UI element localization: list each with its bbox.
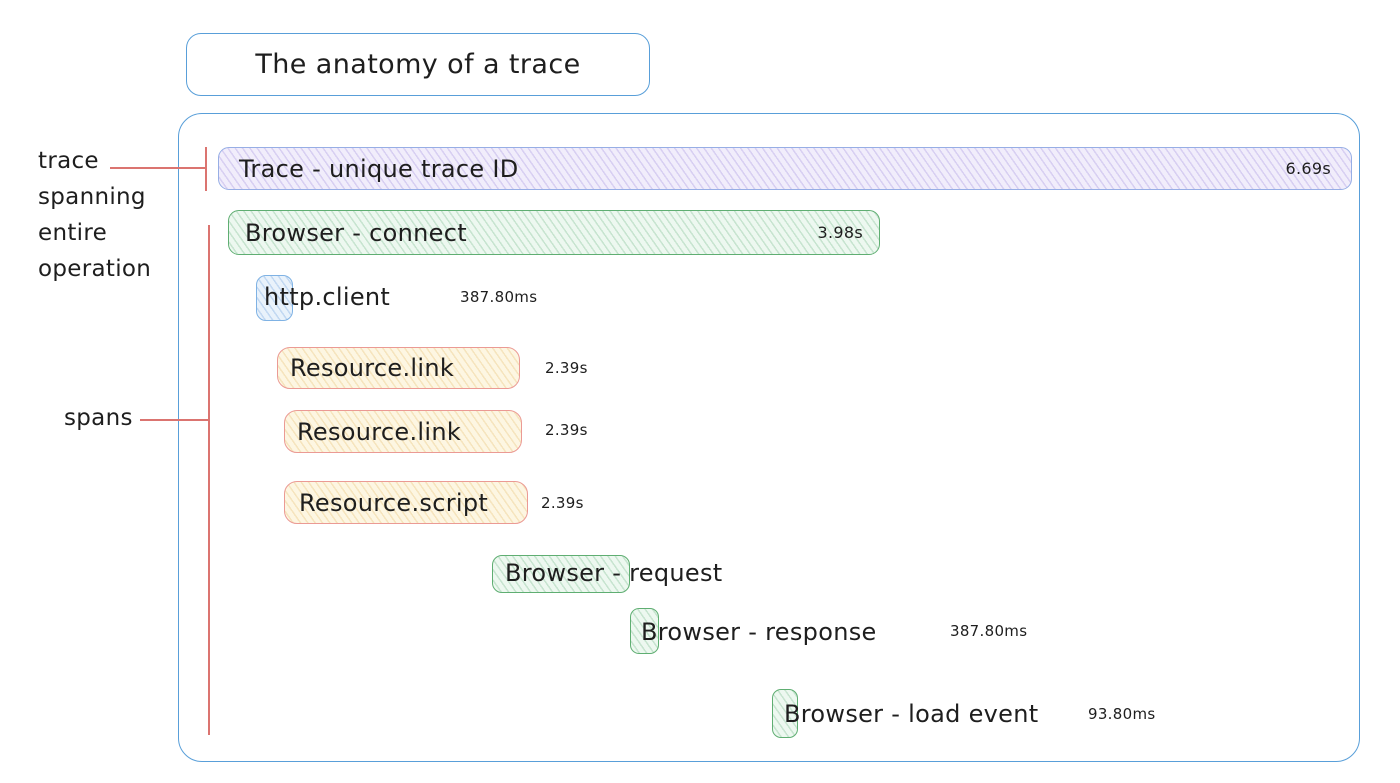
span-browser-connect-duration: 3.98s bbox=[817, 222, 863, 242]
span-resource-link-1-label: Resource.link bbox=[290, 354, 455, 382]
span-browser-connect: Browser - connect 3.98s bbox=[228, 210, 880, 255]
trace-annotation-label: trace spanning entire operation bbox=[38, 143, 151, 287]
trace-annotation-line-3: entire bbox=[38, 220, 108, 246]
span-browser-response-label: Browser - response bbox=[641, 618, 877, 646]
span-browser-response-bar bbox=[630, 608, 659, 654]
span-resource-link-1-duration: 2.39s bbox=[545, 359, 588, 377]
span-http-client-bar bbox=[256, 275, 293, 321]
diagram-title: The anatomy of a trace bbox=[255, 49, 581, 80]
trace-annotation-line-1: trace bbox=[38, 148, 99, 174]
span-browser-response-duration: 387.80ms bbox=[950, 622, 1028, 640]
span-resource-script-label: Resource.script bbox=[299, 488, 489, 517]
diagram-title-box: The anatomy of a trace bbox=[186, 33, 650, 96]
span-browser-load-event-duration: 93.80ms bbox=[1088, 705, 1156, 723]
trace-bar-label: Trace - unique trace ID bbox=[239, 154, 519, 183]
trace-bar-duration: 6.69s bbox=[1285, 158, 1331, 178]
spans-bracket-line bbox=[208, 225, 210, 735]
span-resource-link-2-label: Resource.link bbox=[297, 417, 462, 446]
trace-bar: Trace - unique trace ID 6.69s bbox=[218, 147, 1352, 190]
trace-annotation-line-2: spanning bbox=[38, 184, 146, 210]
span-resource-link-1-bar: Resource.link bbox=[277, 347, 520, 389]
span-http-client-duration: 387.80ms bbox=[460, 288, 538, 306]
span-browser-connect-label: Browser - connect bbox=[245, 218, 467, 247]
span-http-client-label: http.client bbox=[264, 283, 391, 311]
span-resource-link-2-bar: Resource.link bbox=[284, 410, 522, 453]
span-resource-script-bar: Resource.script bbox=[284, 481, 528, 524]
span-resource-link-2-duration: 2.39s bbox=[545, 421, 588, 439]
trace-pointer-line bbox=[110, 167, 207, 169]
span-browser-request-bar bbox=[492, 555, 630, 593]
trace-annotation-line-4: operation bbox=[38, 256, 152, 282]
spans-pointer-line bbox=[140, 419, 210, 421]
span-browser-load-event-bar bbox=[772, 689, 798, 738]
span-browser-load-event-label: Browser - load event bbox=[784, 700, 1039, 728]
span-browser-request-label: Browser - request bbox=[505, 559, 723, 587]
spans-annotation-label: spans bbox=[64, 405, 133, 431]
trace-pointer-tick bbox=[205, 147, 207, 191]
span-resource-script-duration: 2.39s bbox=[541, 494, 584, 512]
